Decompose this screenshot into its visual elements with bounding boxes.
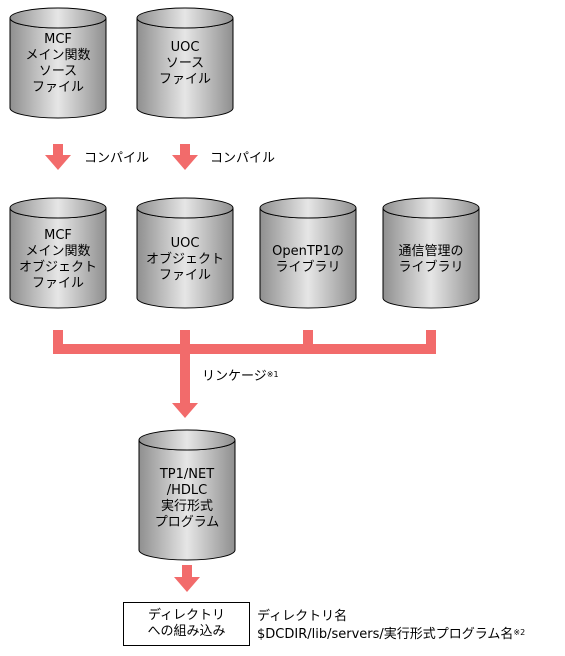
cylinder-top: [9, 197, 107, 219]
install-arrow: [174, 565, 200, 592]
cylinder-top: [259, 197, 357, 219]
linkage-arrow: [172, 352, 198, 418]
cylinder-top: [9, 7, 107, 29]
cylinders: [9, 7, 480, 561]
box-line-2: への組み込み: [147, 624, 226, 639]
compile-arrow-uoc: [172, 144, 198, 170]
cylinder-exec: [138, 429, 236, 561]
cylinder-uoc-src: [136, 7, 234, 119]
compile-arrow-mcf: [45, 144, 71, 170]
cylinder-uoc-obj: [136, 197, 234, 309]
directory-note: ※2: [513, 628, 526, 637]
cylinder-mcf-src: [9, 7, 107, 119]
directory-title: ディレクトリ名: [257, 609, 348, 624]
cylinder-label-opentp1-library: OpenTP1のライブラリ: [272, 244, 344, 275]
cylinder-top: [136, 7, 234, 29]
directory-install-box: ディレクトリ への組み込み: [123, 602, 250, 646]
linkage-bar: [53, 344, 436, 354]
linkage-stub-uoc: [180, 330, 190, 352]
compile-label-2: コンパイル: [210, 151, 276, 166]
box-line-1: ディレクトリ: [147, 608, 226, 623]
cylinder-mcf-obj: [9, 197, 107, 309]
directory-path: $DCDIR/lib/servers/実行形式プログラム名※2: [257, 627, 526, 642]
linkage-stub-mcf: [53, 330, 63, 352]
cylinder-comm-lib: [382, 197, 480, 309]
cylinder-top: [136, 197, 234, 219]
compile-label-1: コンパイル: [84, 151, 150, 166]
linkage-stub-opentp1: [303, 330, 313, 352]
linkage-label: リンケージ※1: [202, 369, 279, 384]
cylinder-top: [382, 197, 480, 219]
cylinder-label-comm-library: 通信管理のライブラリ: [398, 244, 464, 275]
cylinder-label-executable: TP1/NET/HDLC 実行形式プログラム: [154, 467, 220, 530]
linkage-note: ※1: [266, 370, 279, 379]
linkage-stub-comm: [426, 330, 436, 352]
cylinder-top: [138, 429, 236, 451]
arrows: [45, 144, 436, 592]
cylinder-opentp1-lib: [259, 197, 357, 309]
